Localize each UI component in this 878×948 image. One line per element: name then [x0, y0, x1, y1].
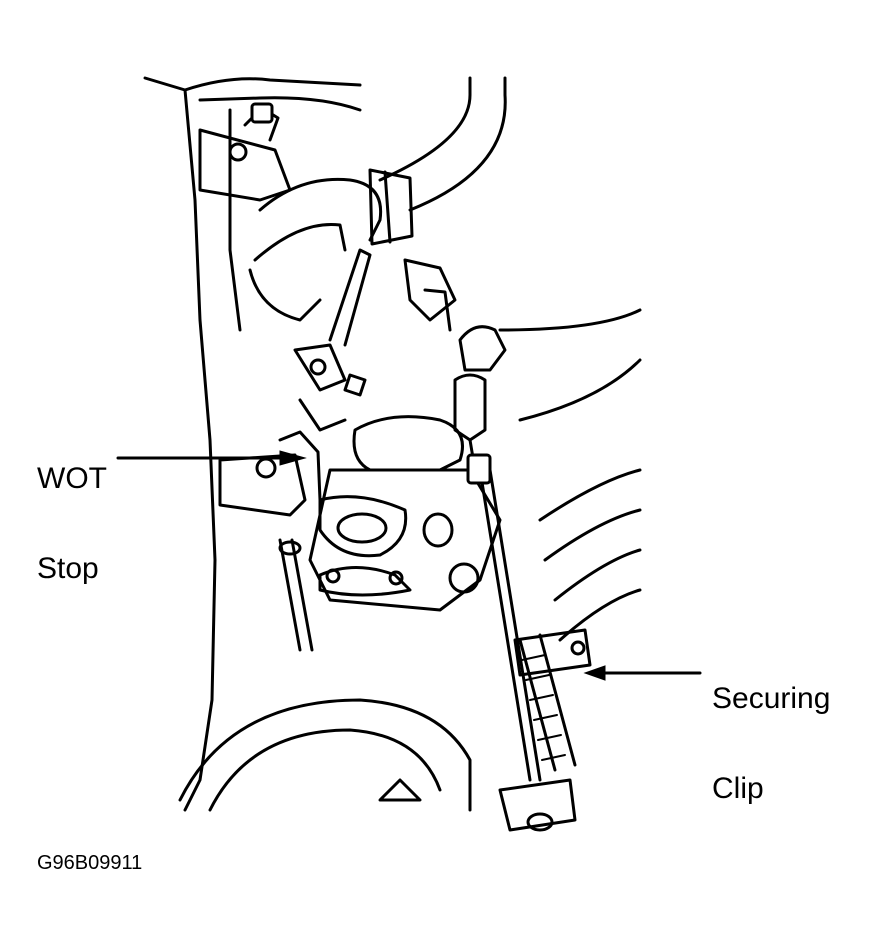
upper-bracket: [198, 102, 292, 202]
threaded-adjuster: [498, 633, 577, 832]
support-rod: [278, 538, 314, 652]
cable-connector: [403, 258, 457, 332]
wot-stop-label-line1: WOT: [37, 462, 107, 495]
wot-stop-bracket: [218, 430, 322, 517]
wot-stop-leader: [116, 450, 307, 466]
elbow-tube: [248, 168, 414, 322]
air-cleaner-arc: [498, 308, 642, 332]
securing-clip: [513, 628, 592, 677]
securing-clip-label-line1: Securing: [712, 682, 831, 715]
throttle-linkage: [293, 248, 372, 432]
securing-clip-leader: [583, 665, 702, 681]
securing-clip-label: Securing Clip: [712, 624, 830, 834]
figure-id: G96B09911: [37, 852, 143, 874]
accelerator-cable: [453, 325, 542, 782]
securing-clip-label-line2: Clip: [712, 772, 764, 805]
wot-stop-label-line2: Stop: [37, 552, 99, 585]
wot-stop-label: WOT Stop: [37, 404, 107, 614]
lower-pulley: [178, 698, 472, 812]
upper-hose: [378, 76, 507, 212]
accessory-pulley: [538, 468, 642, 642]
